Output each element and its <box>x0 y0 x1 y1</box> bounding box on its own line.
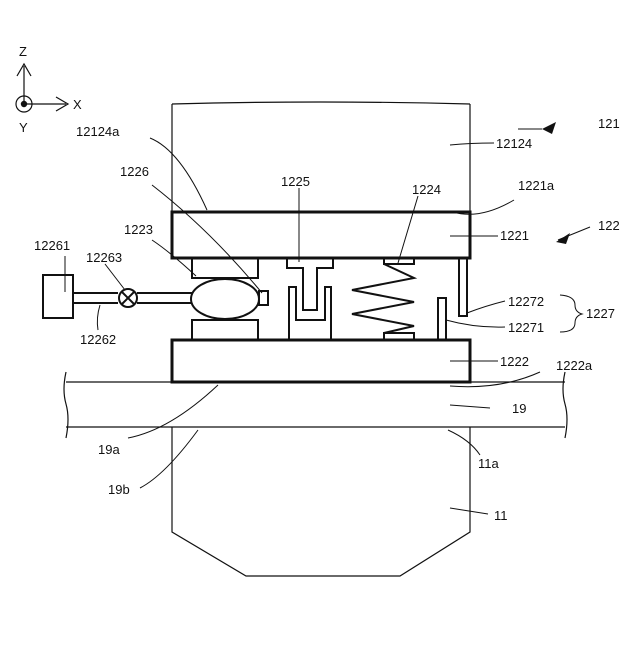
leader-lines <box>65 129 582 514</box>
label-12271: 12271 <box>508 320 544 335</box>
label-1222a: 1222a <box>556 358 593 373</box>
upper-member-break-line <box>172 102 470 104</box>
stopper-12272 <box>459 258 467 316</box>
label-1221a: 1221a <box>518 178 555 193</box>
y-axis-dot-icon <box>21 101 27 107</box>
brace-1227 <box>560 295 582 332</box>
label-12124a: 12124a <box>76 124 120 139</box>
label-1225: 1225 <box>281 174 310 189</box>
sheet-19 <box>64 372 567 438</box>
stopper-12271 <box>438 298 446 340</box>
label-12124: 12124 <box>496 136 532 151</box>
pump-12261 <box>43 275 73 318</box>
label-122: 122 <box>598 218 620 233</box>
label-11a: 11a <box>478 456 499 471</box>
lower-block <box>192 320 258 340</box>
arrow-121-icon <box>542 122 556 134</box>
x-axis-label: X <box>73 97 82 112</box>
label-1226: 1226 <box>120 164 149 179</box>
label-19b: 19b <box>108 482 130 497</box>
label-1222: 1222 <box>500 354 529 369</box>
label-12272: 12272 <box>508 294 544 309</box>
label-1224: 1224 <box>412 182 441 197</box>
upper-block <box>192 258 258 278</box>
upper-plate-1221 <box>172 212 470 258</box>
label-121: 121 <box>598 116 620 131</box>
base-11 <box>172 427 470 576</box>
t-piston <box>287 258 333 310</box>
label-1223: 1223 <box>124 222 153 237</box>
stopper-1227 <box>438 258 467 340</box>
label-11: 11 <box>494 508 508 523</box>
axis-indicator: Z X Y <box>16 44 82 135</box>
label-12261: 12261 <box>34 238 70 253</box>
label-12262: 12262 <box>80 332 116 347</box>
label-1221: 1221 <box>500 228 529 243</box>
reference-labels: 121 12124 12124a 1226 1225 1224 1221a 12… <box>34 116 620 523</box>
z-axis-label: Z <box>19 44 27 59</box>
spring-coil <box>352 264 414 333</box>
y-axis-label: Y <box>19 120 28 135</box>
valve-tip-1226 <box>259 291 268 305</box>
label-12263: 12263 <box>86 250 122 265</box>
spring-1224 <box>352 258 414 340</box>
lower-plate-1222 <box>172 340 470 382</box>
u-cup <box>289 287 331 340</box>
guide-1225 <box>287 258 333 340</box>
label-19a: 19a <box>98 442 120 457</box>
arrow-122-icon <box>556 233 570 244</box>
ball-element <box>191 279 259 319</box>
valve-1223 <box>191 258 268 340</box>
label-1227: 1227 <box>586 306 615 321</box>
label-19: 19 <box>512 401 526 416</box>
